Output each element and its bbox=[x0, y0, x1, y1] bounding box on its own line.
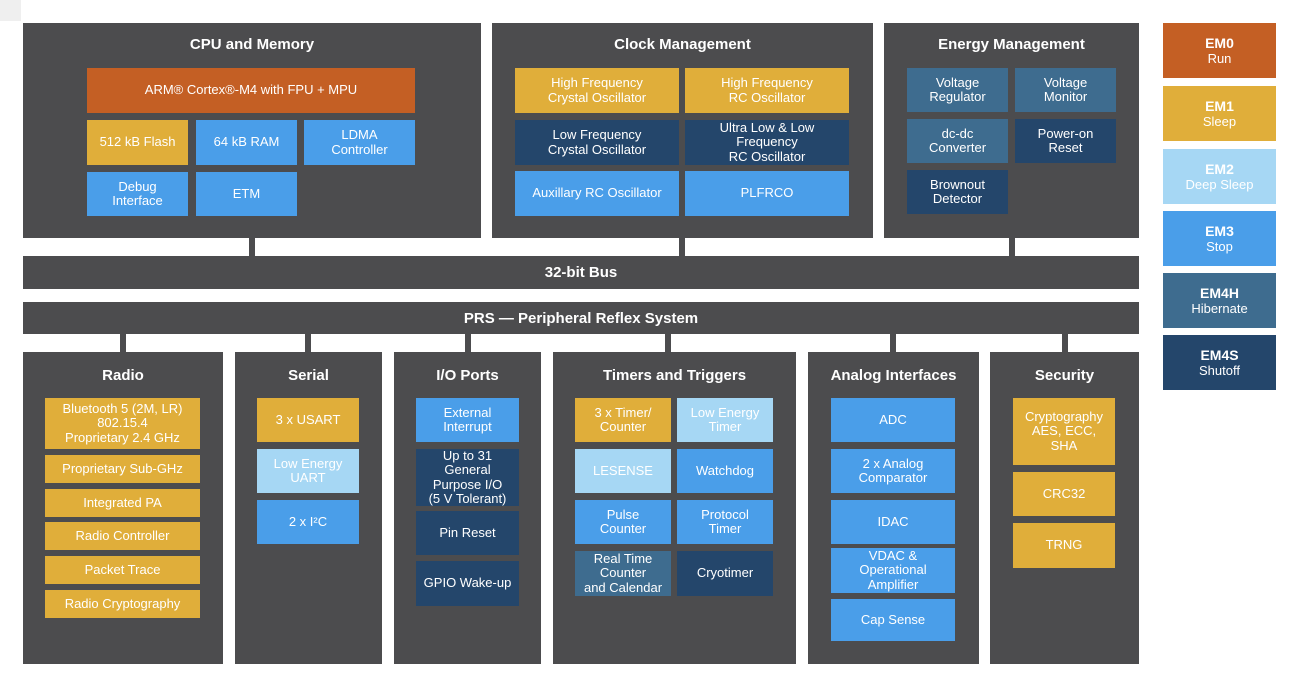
lesense-block: LESENSE bbox=[575, 449, 671, 493]
hf-crystal-oscillator-block: High Frequency Crystal Oscillator bbox=[515, 68, 679, 113]
gpio-block: Up to 31 General Purpose I/O (5 V Tolera… bbox=[416, 448, 519, 506]
analog-comparator-block: 2 x Analog Comparator bbox=[831, 449, 955, 493]
rtc-block: Real Time Counter and Calendar bbox=[575, 551, 671, 596]
dcdc-converter-block: dc-dc Converter bbox=[907, 119, 1008, 163]
pulse-counter-block: Pulse Counter bbox=[575, 500, 671, 544]
legend-em2-desc: Deep Sleep bbox=[1185, 177, 1254, 192]
radio-title: Radio bbox=[102, 367, 144, 384]
ulf-rc-oscillator-block: Ultra Low & Low Frequency RC Oscillator bbox=[685, 120, 849, 165]
legend-em1-desc: Sleep bbox=[1202, 114, 1237, 129]
leuart-block: Low Energy UART bbox=[257, 449, 359, 493]
packet-trace-block: Packet Trace bbox=[45, 556, 200, 584]
cpu-core-block: ARM® Cortex®-M4 with FPU + MPU bbox=[87, 68, 415, 113]
connector bbox=[890, 332, 896, 354]
integrated-pa-block: Integrated PA bbox=[45, 489, 200, 517]
legend-em4h-desc: Hibernate bbox=[1191, 301, 1248, 316]
analog-interfaces-title: Analog Interfaces bbox=[830, 367, 957, 384]
bus-bar: 32-bit Bus bbox=[23, 256, 1139, 289]
security-title: Security bbox=[1034, 367, 1095, 384]
legend-em1: EM1 Sleep bbox=[1163, 86, 1276, 141]
external-interrupt-block: External Interrupt bbox=[416, 398, 519, 442]
connector bbox=[1062, 332, 1068, 354]
legend-em4s-desc: Shutoff bbox=[1199, 363, 1240, 378]
radio-protocols-block: Bluetooth 5 (2M, LR) 802.15.4 Proprietar… bbox=[45, 398, 200, 449]
radio-cryptography-block: Radio Cryptography bbox=[45, 590, 200, 618]
legend-em0-desc: Run bbox=[1207, 51, 1232, 66]
energy-management-panel: Energy Management Voltage Regulator Volt… bbox=[884, 23, 1139, 238]
trng-block: TRNG bbox=[1013, 523, 1115, 568]
sub-ghz-block: Proprietary Sub-GHz bbox=[45, 455, 200, 483]
legend-em3-desc: Stop bbox=[1206, 239, 1233, 254]
pin-reset-block: Pin Reset bbox=[416, 511, 519, 555]
hf-rc-oscillator-block: High Frequency RC Oscillator bbox=[685, 68, 849, 113]
serial-panel: Serial 3 x USART Low Energy UART 2 x I²C bbox=[235, 352, 382, 664]
legend-em4h-name: EM4H bbox=[1200, 285, 1239, 301]
power-on-reset-block: Power-on Reset bbox=[1015, 119, 1116, 163]
usart-block: 3 x USART bbox=[257, 398, 359, 442]
debug-interface-block: Debug Interface bbox=[87, 172, 188, 216]
voltage-monitor-block: Voltage Monitor bbox=[1015, 68, 1116, 112]
voltage-regulator-block: Voltage Regulator bbox=[907, 68, 1008, 112]
io-ports-panel: I/O Ports External Interrupt Up to 31 Ge… bbox=[394, 352, 541, 664]
connector bbox=[465, 332, 471, 354]
adc-block: ADC bbox=[831, 398, 955, 442]
timers-triggers-title: Timers and Triggers bbox=[602, 367, 747, 384]
cpu-memory-panel: CPU and Memory ARM® Cortex®-M4 with FPU … bbox=[23, 23, 481, 238]
legend-em2-name: EM2 bbox=[1205, 161, 1234, 177]
legend-em4s-name: EM4S bbox=[1200, 347, 1239, 363]
auxiliary-rc-oscillator-block: Auxillary RC Oscillator bbox=[515, 171, 679, 216]
cryotimer-block: Cryotimer bbox=[677, 551, 773, 596]
energy-management-title: Energy Management bbox=[938, 36, 1085, 53]
gpio-wakeup-block: GPIO Wake-up bbox=[416, 561, 519, 606]
corner-decoration bbox=[0, 0, 21, 21]
legend-em0-name: EM0 bbox=[1205, 35, 1234, 51]
legend-em0: EM0 Run bbox=[1163, 23, 1276, 78]
cap-sense-block: Cap Sense bbox=[831, 599, 955, 641]
plfrco-block: PLFRCO bbox=[685, 171, 849, 216]
brownout-detector-block: Brownout Detector bbox=[907, 170, 1008, 214]
clock-management-panel: Clock Management High Frequency Crystal … bbox=[492, 23, 873, 238]
legend-em3: EM3 Stop bbox=[1163, 211, 1276, 266]
legend-em2: EM2 Deep Sleep bbox=[1163, 149, 1276, 204]
legend-em1-name: EM1 bbox=[1205, 98, 1234, 114]
flash-block: 512 kB Flash bbox=[87, 120, 188, 165]
connector bbox=[665, 332, 671, 354]
analog-interfaces-panel: Analog Interfaces ADC 2 x Analog Compara… bbox=[808, 352, 979, 664]
cryptography-block: Cryptography AES, ECC, SHA bbox=[1013, 398, 1115, 465]
radio-panel: Radio Bluetooth 5 (2M, LR) 802.15.4 Prop… bbox=[23, 352, 223, 664]
crc32-block: CRC32 bbox=[1013, 472, 1115, 516]
prs-bar: PRS — Peripheral Reflex System bbox=[23, 302, 1139, 334]
watchdog-block: Watchdog bbox=[677, 449, 773, 493]
clock-management-title: Clock Management bbox=[614, 36, 751, 53]
protocol-timer-block: Protocol Timer bbox=[677, 500, 773, 544]
connector bbox=[305, 332, 311, 354]
serial-title: Serial bbox=[288, 367, 329, 384]
connector bbox=[1009, 236, 1015, 258]
connector bbox=[679, 236, 685, 258]
ram-block: 64 kB RAM bbox=[196, 120, 297, 165]
io-ports-title: I/O Ports bbox=[436, 367, 499, 384]
timer-counter-block: 3 x Timer/ Counter bbox=[575, 398, 671, 442]
lf-crystal-oscillator-block: Low Frequency Crystal Oscillator bbox=[515, 120, 679, 165]
legend-em4s: EM4S Shutoff bbox=[1163, 335, 1276, 390]
connector bbox=[120, 332, 126, 354]
legend-em3-name: EM3 bbox=[1205, 223, 1234, 239]
radio-controller-block: Radio Controller bbox=[45, 522, 200, 550]
vdac-opamp-block: VDAC & Operational Amplifier bbox=[831, 548, 955, 593]
connector bbox=[249, 236, 255, 258]
letimer-block: Low Energy Timer bbox=[677, 398, 773, 442]
etm-block: ETM bbox=[196, 172, 297, 216]
i2c-block: 2 x I²C bbox=[257, 500, 359, 544]
idac-block: IDAC bbox=[831, 500, 955, 544]
security-panel: Security Cryptography AES, ECC, SHA CRC3… bbox=[990, 352, 1139, 664]
timers-triggers-panel: Timers and Triggers 3 x Timer/ Counter L… bbox=[553, 352, 796, 664]
cpu-memory-title: CPU and Memory bbox=[189, 36, 315, 53]
legend-em4h: EM4H Hibernate bbox=[1163, 273, 1276, 328]
ldma-block: LDMA Controller bbox=[304, 120, 415, 165]
